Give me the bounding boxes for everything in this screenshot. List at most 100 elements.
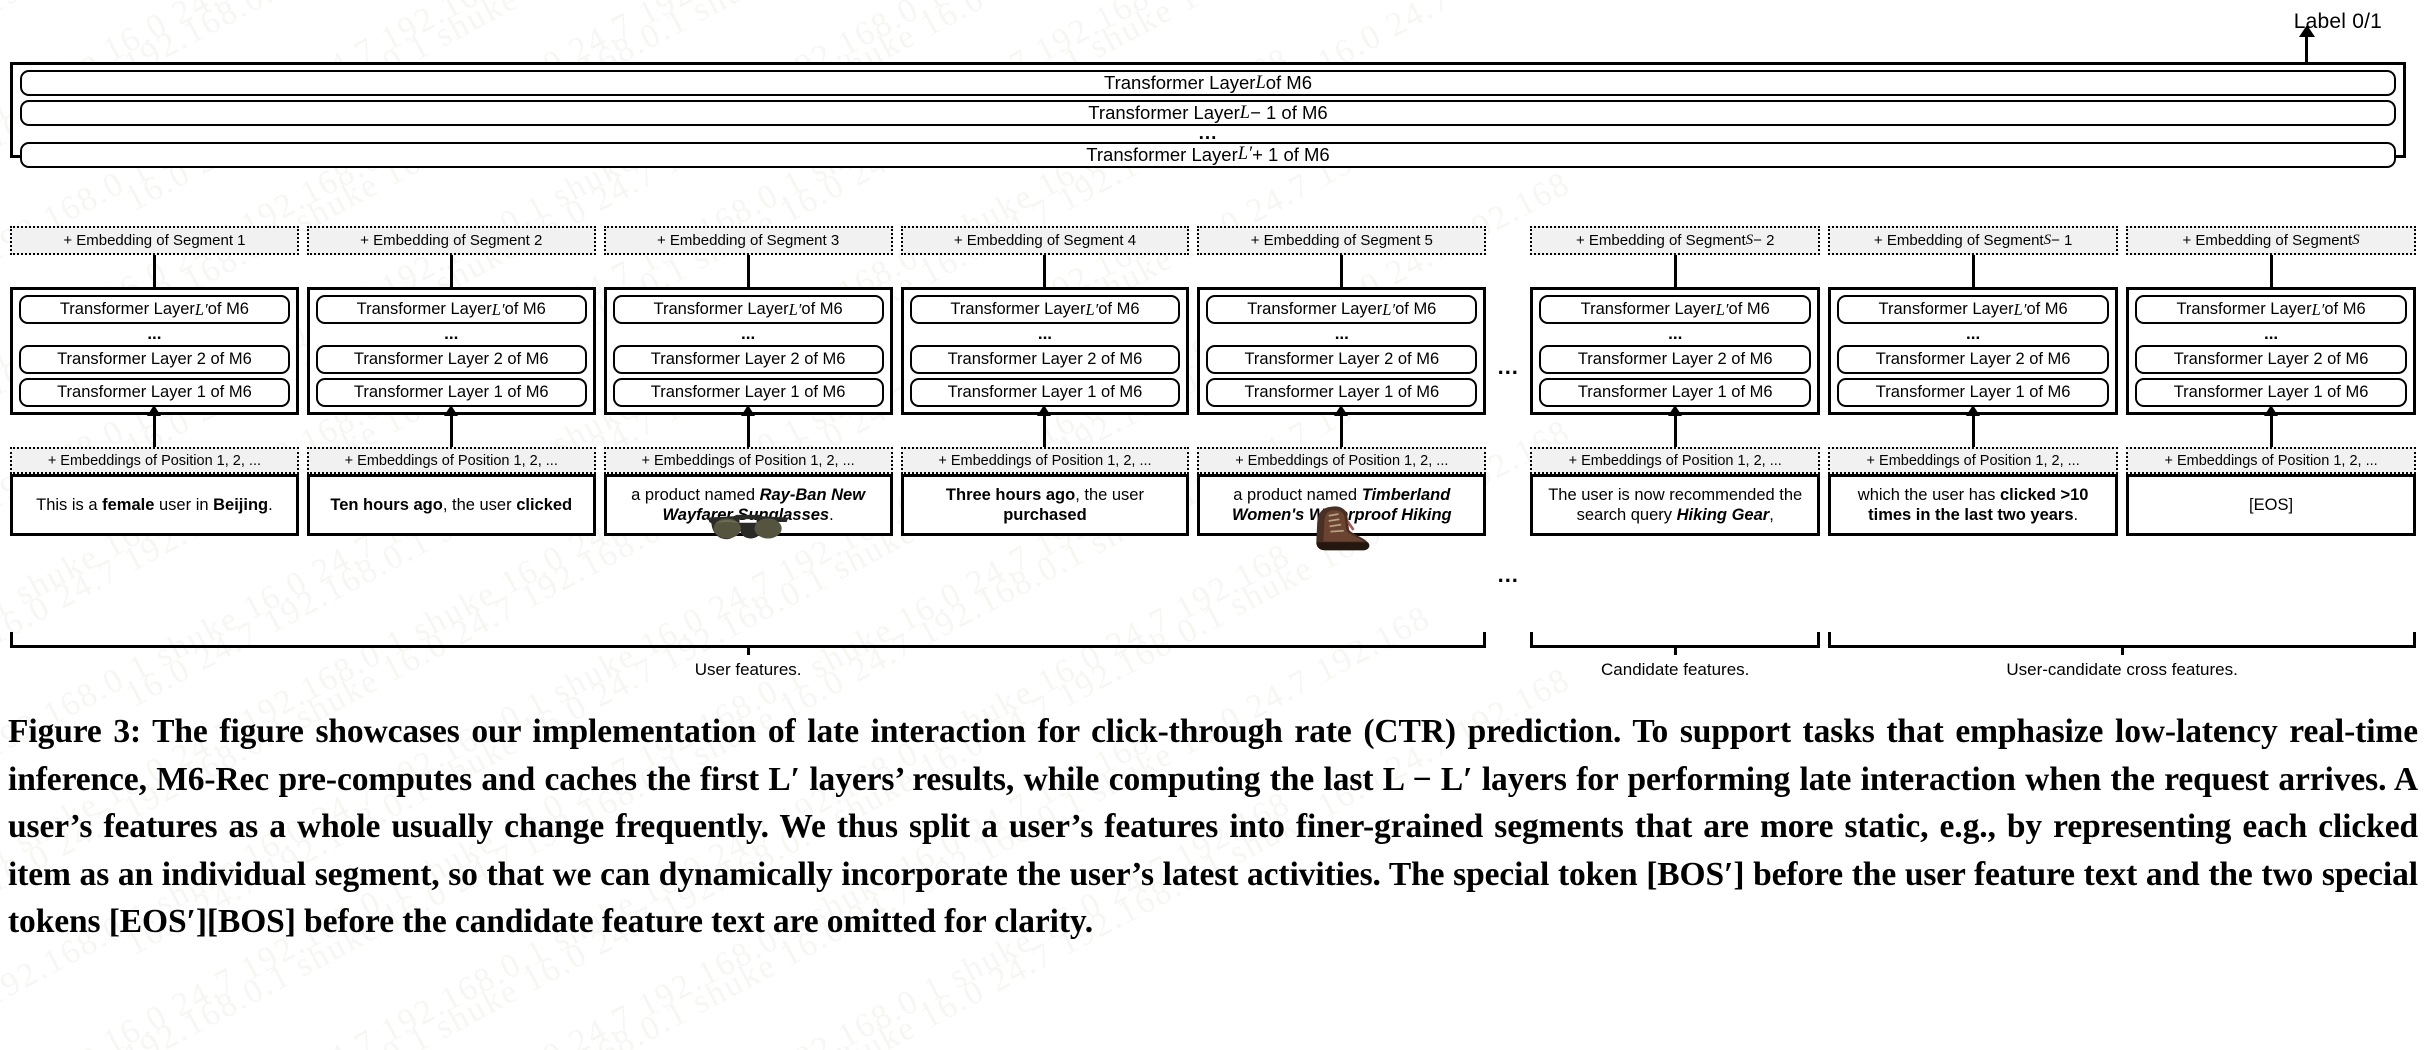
feature-text-6: The user is now recommended the search q… (1548, 485, 1803, 524)
feature-text-box-4: Three hours ago, the user purchased (900, 474, 1190, 536)
arrow-up-icon (1965, 405, 1980, 447)
segment-to-block-connector-1 (10, 255, 299, 287)
stack-stack-2-col7: Transformer Layer 2 of M6 (1837, 345, 2110, 374)
stack-stack-Lp-col3: Transformer Layer L′ of M6 (612, 295, 884, 324)
feature-text-box-2: Ten hours ago, the user clicked (306, 474, 596, 536)
stack-stack-1-col1: Transformer Layer 1 of M6 (19, 378, 290, 407)
stack-ellipsis-6: ... (1668, 324, 1683, 344)
stack-stack-1-col8: Transformer Layer 1 of M6 (2135, 378, 2408, 407)
output-arrow-icon (2299, 25, 2315, 66)
bracket-label-user-features: User features. (694, 660, 802, 679)
feature-text-box-1: This is a female user in Beijing. (10, 474, 299, 536)
layer-L1-prefix: Transformer Layer (1088, 102, 1240, 123)
embedding-to-stack-arrow-4 (901, 405, 1190, 447)
segment-to-block-connector-5 (1197, 255, 1486, 287)
stack-stack-2-col5: Transformer Layer 2 of M6 (1206, 345, 1478, 374)
connector-line (152, 255, 156, 287)
segment-embedding-2: + Embedding of Segment 2 (306, 226, 596, 255)
stack-stack-2-col4: Transformer Layer 2 of M6 (909, 345, 1181, 374)
stack-ellipsis-8: ... (2263, 324, 2279, 344)
stack-stack-Lp-col1: Transformer Layer L′ of M6 (19, 295, 290, 324)
figure-caption: Figure 3: The figure showcases our imple… (8, 713, 2418, 941)
feature-text-box-3: a product named Ray-Ban New Wayfarer Sun… (603, 474, 893, 540)
segment-to-block-connector-3 (604, 255, 893, 287)
feature-text-box-8: [EOS] (2126, 474, 2417, 536)
feature-text-box-5: a product named Timberland Women's Water… (1197, 474, 1487, 551)
stack-ellipsis-4: ... (1037, 324, 1053, 344)
embedding-to-stack-arrow-8 (2126, 405, 2416, 447)
transformer-stack-7: Transformer Layer L′ of M6...Transformer… (1828, 287, 2119, 415)
segment-columns: + Embedding of Segment 1 Transformer Laye… (10, 226, 2417, 634)
layer-L-prefix: Transformer Layer (1103, 72, 1256, 93)
transformer-stack-1: Transformer Layer L′ of M6... Transformer… (10, 287, 299, 415)
position-embedding-4: + Embeddings of Position 1, 2, ... (900, 447, 1190, 474)
layer-Lp-symbol: L′ (1237, 144, 1253, 165)
stack-stack-2-col3: Transformer Layer 2 of M6 (612, 345, 884, 374)
stack-ellipsis-3: ... (741, 324, 756, 344)
feature-text-1: This is a female user in Beijing. (36, 495, 273, 514)
embedding-to-stack-arrow-2 (307, 405, 596, 447)
stack-stack-1-col6: Transformer Layer 1 of M6 (1539, 378, 1812, 407)
stack-stack-Lp-col6: Transformer Layer L′ of M6 (1539, 295, 1812, 324)
stack-ellipsis-5: ... (1334, 324, 1349, 344)
segment-to-block-connector-7 (1828, 255, 2118, 287)
stack-stack-1-col2: Transformer Layer 1 of M6 (315, 378, 587, 407)
connector-line (449, 255, 453, 287)
stack-stack-2-col6: Transformer Layer 2 of M6 (1539, 345, 1812, 374)
stack-stack-Lp-col7: Transformer Layer L′ of M6 (1837, 295, 2110, 324)
layer-Lp-prefix: Transformer Layer (1086, 143, 1238, 165)
arrow-up-icon (1037, 405, 1052, 447)
position-embedding-2: + Embeddings of Position 1, 2, ... (306, 447, 596, 474)
bracket-cross-features (1828, 632, 2417, 655)
position-embedding-8: + Embeddings of Position 1, 2, ... (2126, 447, 2417, 474)
embedding-to-stack-arrow-6 (1530, 405, 1820, 447)
bracket-tick (1673, 645, 1677, 655)
late-interaction-block: Transformer Layer L of M6 Transformer La… (10, 62, 2406, 168)
segment-to-block-connector-4 (901, 255, 1190, 287)
stack-ellipsis-1: ... (147, 324, 162, 344)
feature-text-5: a product named Timberland Women's Water… (1231, 485, 1452, 524)
layer-L-suffix: of M6 (1265, 72, 1313, 93)
stack-ellipsis-2: ... (444, 324, 459, 344)
bracket-label-cross-features: User-candidate cross features. (2006, 660, 2238, 679)
transformer-stack-3: Transformer Layer L′ of M6...Transformer… (603, 287, 893, 415)
segment-column-1: + Embedding of Segment 1 Transformer Laye… (10, 226, 299, 536)
segment-embedding-1: + Embedding of Segment 1 (10, 226, 299, 255)
embedding-to-stack-arrow-3 (604, 405, 893, 447)
gap-ellipsis-mid: ... (1497, 354, 1519, 379)
bracket-tick (2120, 645, 2124, 655)
stack-stack-1-col5: Transformer Layer 1 of M6 (1206, 378, 1478, 407)
transformer-stack-5: Transformer Layer L′ of M6...Transformer… (1197, 287, 1487, 415)
connector-line (1043, 255, 1047, 287)
stack-ellipsis-7: ... (1966, 324, 1981, 344)
position-embedding-3: + Embeddings of Position 1, 2, ... (603, 447, 893, 474)
segment-embedding-3: + Embedding of Segment 3 (603, 226, 893, 255)
segment-column-3: + Embedding of Segment 3 Transformer Laye… (603, 226, 893, 540)
transformer-stack-2: Transformer Layer L′ of M6... Transformer… (306, 287, 596, 415)
arrow-up-icon (443, 405, 458, 447)
layer-L-symbol: L (1255, 72, 1266, 93)
layer-L1-symbol: L (1239, 102, 1251, 123)
transformer-stack-4: Transformer Layer L′ of M6...Transformer… (900, 287, 1190, 415)
bracket-candidate-features (1530, 632, 1821, 655)
arrow-up-icon (146, 405, 161, 447)
column-gap-ellipsis: ...... (1486, 226, 1530, 634)
connector-line (1971, 255, 1975, 287)
position-embedding-6: + Embeddings of Position 1, 2, ... (1530, 447, 1821, 474)
stack-stack-Lp-col2: Transformer Layer L′ of M6 (315, 295, 587, 324)
arrow-up-icon (1667, 405, 1682, 447)
segment-to-block-connector-2 (307, 255, 596, 287)
segment-embedding-8: + Embedding of Segment S (2126, 226, 2417, 255)
feature-text-box-6: The user is now recommended the search q… (1530, 474, 1821, 536)
stack-stack-Lp-col5: Transformer Layer L′ of M6 (1206, 295, 1478, 324)
embedding-to-stack-arrow-1 (10, 405, 299, 447)
segment-embedding-5: + Embedding of Segment 5 (1197, 226, 1487, 255)
segment-column-8: + Embedding of Segment S Transformer Laye… (2126, 226, 2417, 536)
embedding-to-stack-arrow-5 (1197, 405, 1486, 447)
sunglasses-icon (707, 514, 789, 540)
layer-L1-suffix: − 1 of M6 (1250, 102, 1328, 123)
transformer-stack-6: Transformer Layer L′ of M6...Transformer… (1530, 287, 1821, 415)
bracket-tick (746, 645, 750, 655)
